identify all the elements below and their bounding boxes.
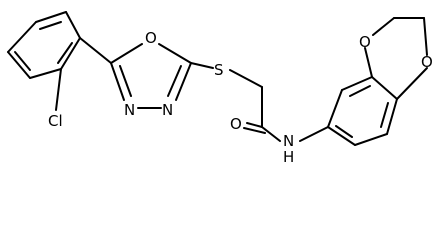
oxadiazole-oxygen-label: O [145, 29, 157, 47]
oxadiazole-ring [110, 43, 192, 109]
chemical-structure: Cl O N N S O N H O O [7, 11, 433, 163]
s-ch2-bond [229, 69, 263, 88]
carbonyl-double-bond-2 [243, 127, 266, 134]
carbonyl-double-bond-1 [246, 122, 263, 128]
amide-hydrogen-label: H [283, 148, 294, 163]
carbonyl-oxygen-label: O [230, 115, 242, 133]
amide-nitrogen-label: N [283, 132, 294, 150]
oxadiazole-nitrogen-right-label: N [162, 101, 173, 119]
c-s-bond [190, 62, 214, 69]
sulfur-atom-label: S [214, 61, 224, 79]
dioxane-oxygen-top-label: O [359, 33, 371, 51]
oxadiazole-nitrogen-left-label: N [124, 101, 135, 119]
chlorophenyl-ring [7, 11, 81, 79]
chlorine-atom-label: Cl [48, 112, 63, 130]
nh-aryl-bond [299, 126, 329, 142]
c-cl-bond [55, 68, 62, 111]
dioxane-ring [364, 17, 428, 100]
aryl-oxadiazole-bond [79, 37, 112, 64]
dioxane-oxygen-bottom-label: O [421, 53, 433, 71]
carbonyl-nh-bond [261, 126, 281, 142]
benzodioxane-ring [327, 76, 398, 146]
